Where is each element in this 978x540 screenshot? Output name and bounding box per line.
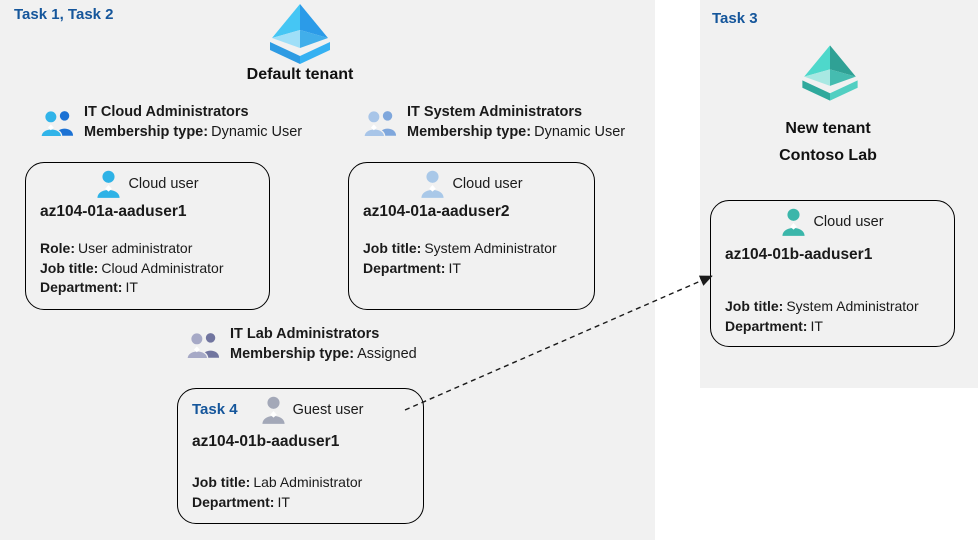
user-name: az104-01a-aaduser2 bbox=[363, 203, 510, 220]
field-row: Department:IT bbox=[363, 259, 461, 276]
user-name: az104-01b-aaduser1 bbox=[725, 246, 873, 263]
user-card-aaduser2: Cloud user az104-01a-aaduser2 Job title:… bbox=[348, 162, 595, 310]
default-tenant-panel bbox=[0, 0, 655, 540]
group-it-lab-administrators: IT Lab Administrators Membership type:As… bbox=[186, 326, 417, 362]
card-header: Cloud user bbox=[26, 169, 269, 198]
user-type-label: Guest user bbox=[292, 401, 364, 418]
card-header: Cloud user bbox=[349, 169, 594, 198]
group-title: IT System Administrators bbox=[407, 104, 583, 120]
user-fields: Job title:System Administrator Departmen… bbox=[725, 297, 919, 336]
field-row: Role:User administrator bbox=[40, 240, 193, 256]
field-row: Job title:Cloud Administrator bbox=[40, 259, 224, 276]
user-fields: Role:User administrator Job title:Cloud … bbox=[40, 239, 224, 298]
field-row: Job title:System Administrator bbox=[363, 240, 557, 256]
group-membership: Membership type:Dynamic User bbox=[407, 124, 626, 140]
cloud-user-icon bbox=[421, 170, 444, 198]
default-tenant-title: Default tenant bbox=[246, 66, 354, 83]
group-users-icon bbox=[40, 109, 74, 137]
task3-label: Task 3 bbox=[712, 10, 758, 27]
card-header: Cloud user bbox=[711, 207, 954, 236]
azure-ad-icon-blue bbox=[270, 4, 330, 64]
field-row: Department:IT bbox=[725, 317, 823, 334]
group-users-icon bbox=[186, 331, 220, 359]
task12-label: Task 1, Task 2 bbox=[14, 6, 114, 23]
group-membership: Membership type:Dynamic User bbox=[84, 124, 303, 140]
user-card-aaduser1: Cloud user az104-01a-aaduser1 Role:User … bbox=[25, 162, 270, 310]
group-it-cloud-administrators: IT Cloud Administrators Membership type:… bbox=[40, 104, 302, 140]
group-title: IT Cloud Administrators bbox=[84, 104, 249, 120]
user-fields: Job title:Lab Administrator Department:I… bbox=[192, 473, 362, 512]
group-title: IT Lab Administrators bbox=[230, 326, 380, 342]
guest-user-icon bbox=[262, 396, 285, 424]
card-header: Task 4 Guest user bbox=[178, 395, 423, 424]
task4-label: Task 4 bbox=[192, 401, 238, 418]
user-type-label: Cloud user bbox=[813, 213, 884, 230]
field-row: Job title:Lab Administrator bbox=[192, 474, 363, 490]
new-tenant-title-line2: Contoso Lab bbox=[779, 147, 877, 164]
field-row: Department:IT bbox=[192, 493, 290, 510]
user-name: az104-01b-aaduser1 bbox=[192, 433, 340, 450]
field-row: Job title:System Administrator bbox=[725, 298, 919, 314]
guest-user-card: Task 4 Guest user az104-01b-aaduser1 Job… bbox=[177, 388, 424, 524]
user-name: az104-01a-aaduser1 bbox=[40, 203, 187, 220]
user-fields: Job title:System Administrator Departmen… bbox=[363, 239, 557, 278]
user-type-label: Cloud user bbox=[452, 175, 523, 192]
user-type-label: Cloud user bbox=[128, 175, 199, 192]
new-tenant-user-card: Cloud user az104-01b-aaduser1 Job title:… bbox=[710, 200, 955, 347]
cloud-user-icon bbox=[782, 208, 805, 236]
new-tenant-title-line1: New tenant bbox=[785, 120, 871, 137]
group-it-system-administrators: IT System Administrators Membership type… bbox=[363, 104, 625, 140]
azure-ad-icon-teal bbox=[802, 45, 858, 101]
group-users-icon bbox=[363, 109, 397, 137]
group-membership: Membership type:Assigned bbox=[230, 346, 417, 362]
field-row: Department:IT bbox=[40, 279, 138, 295]
cloud-user-icon bbox=[97, 170, 120, 198]
